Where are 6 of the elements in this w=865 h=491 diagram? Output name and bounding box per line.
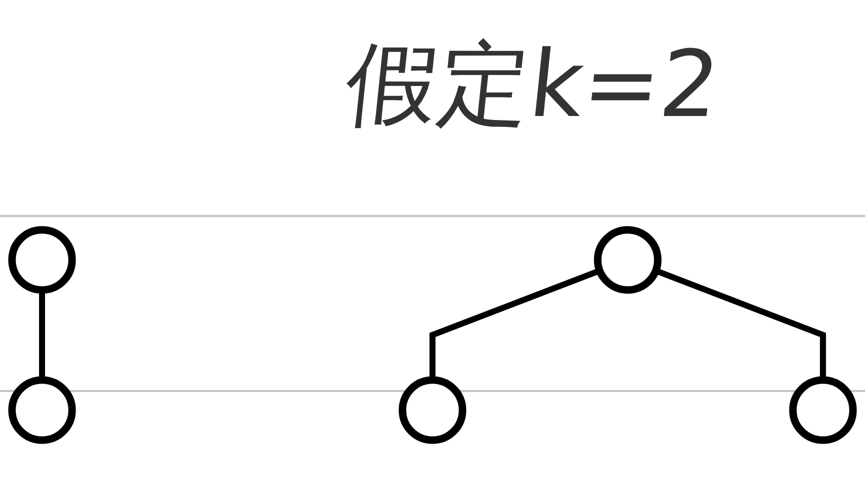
- node-circle: [8, 226, 76, 294]
- node-circle: [8, 376, 76, 444]
- node-circle: [594, 226, 662, 294]
- node-circle: [398, 376, 466, 444]
- node-circle: [789, 376, 857, 444]
- handwritten-title: 假定k=2: [340, 30, 725, 140]
